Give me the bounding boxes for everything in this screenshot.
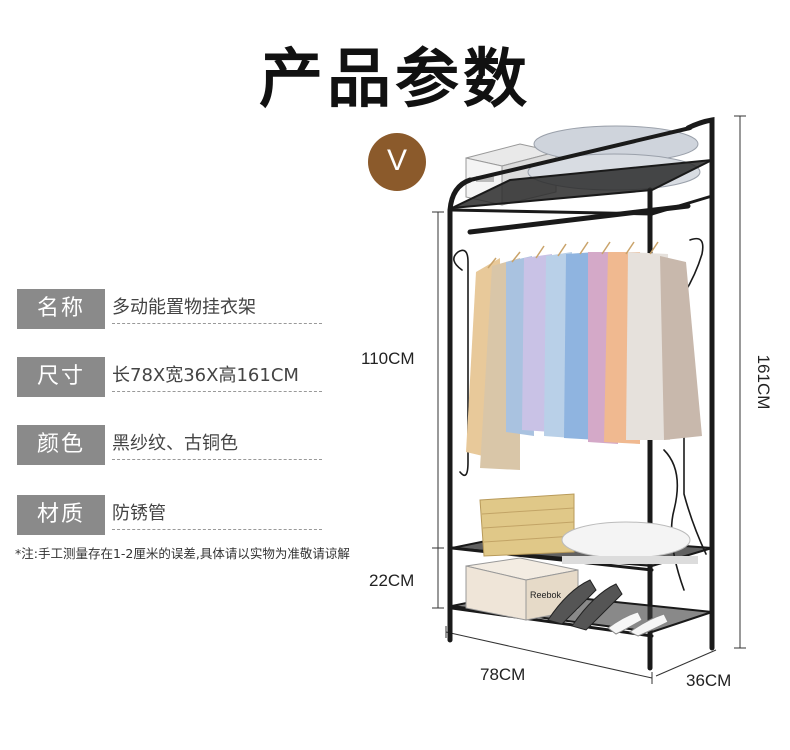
- dimension-shelf-gap: 22CM: [369, 571, 415, 590]
- shelf-pillow: [561, 521, 691, 559]
- shoe-box: Reebok: [465, 557, 579, 621]
- shoes: [547, 579, 669, 637]
- dimension-hanging-height: 110CM: [361, 349, 415, 368]
- box-brand-text: Reebok: [530, 590, 562, 600]
- page-title: 产品参数: [259, 43, 531, 117]
- spec-value: 长78X宽36X高161CM: [112, 361, 322, 392]
- dimension-total-height: 161CM: [754, 354, 773, 410]
- clothes-rack-illustration: Reebok: [432, 115, 746, 684]
- spec-value: 黑纱纹、古铜色: [112, 429, 322, 460]
- spec-value: 多动能置物挂衣架: [112, 293, 322, 324]
- dimension-length: 78CM: [480, 665, 526, 684]
- folded-cloth: [562, 556, 698, 564]
- hanging-clothes: [466, 241, 702, 470]
- measurement-note: *注:手工测量存在1-2厘米的误差,具体请以实物为准敬请谅解: [15, 546, 350, 561]
- spec-value: 防锈管: [112, 499, 322, 530]
- spec-label: 材质: [17, 495, 105, 535]
- dimension-depth: 36CM: [686, 671, 732, 690]
- woven-basket: [479, 493, 575, 557]
- spec-label: 尺寸: [17, 357, 105, 397]
- dimension-lines: [432, 115, 746, 684]
- variant-badge: V: [368, 133, 426, 191]
- spec-label: 名称: [17, 289, 105, 329]
- spec-label: 颜色: [17, 425, 105, 465]
